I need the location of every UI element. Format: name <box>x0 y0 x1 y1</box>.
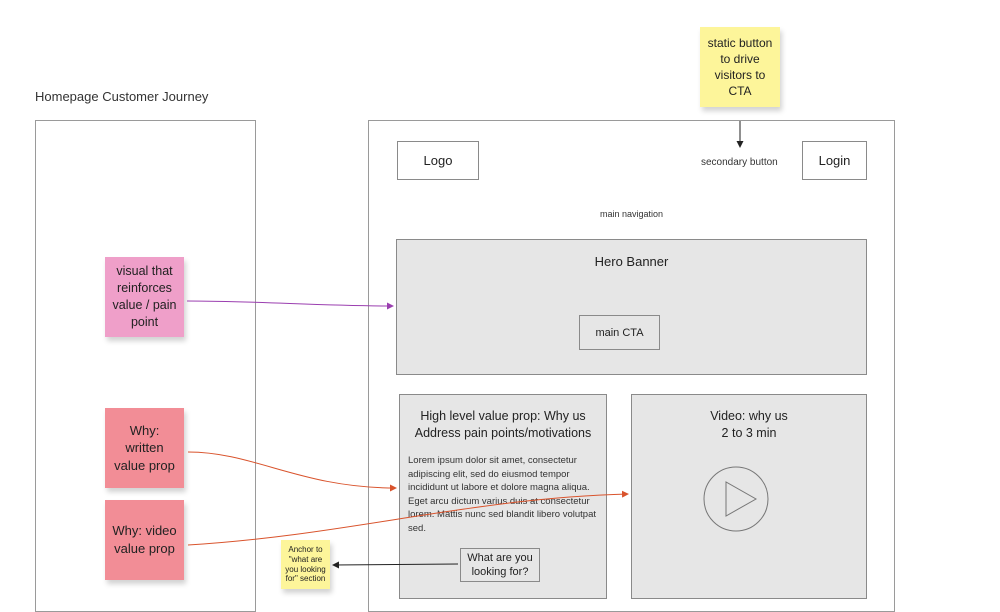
video-title-1: Video: why us <box>710 409 788 423</box>
board-title: Homepage Customer Journey <box>35 89 209 104</box>
value-prop-title-1: High level value prop: Why us <box>420 409 586 423</box>
what-looking-for-label: What are you looking for? <box>467 551 533 578</box>
logo-label: Logo <box>423 153 453 168</box>
main-cta-button[interactable]: main CTA <box>579 315 660 350</box>
login-button[interactable]: Login <box>802 141 867 180</box>
main-cta-label: main CTA <box>595 326 644 339</box>
video-panel: Video: why us 2 to 3 min <box>631 394 867 599</box>
logo-box[interactable]: Logo <box>397 141 479 180</box>
sticky-static-button: static button to drive visitors to CTA <box>700 27 780 107</box>
sticky-visual: visual that reinforces value / pain poin… <box>105 257 184 337</box>
value-prop-panel: High level value prop: Why us Address pa… <box>399 394 607 599</box>
hero-banner-title: Hero Banner <box>594 254 669 269</box>
value-prop-title-2: Address pain points/motivations <box>414 426 592 440</box>
sticky-anchor: Anchor to "what are you looking for" sec… <box>281 540 330 589</box>
what-looking-for-button[interactable]: What are you looking for? <box>460 548 540 582</box>
hero-banner: Hero Banner main CTA <box>396 239 867 375</box>
sticky-why-video: Why: video value prop <box>105 500 184 580</box>
secondary-button-label: secondary button <box>701 157 778 168</box>
play-icon[interactable] <box>702 465 770 533</box>
sticky-why-written: Why: written value prop <box>105 408 184 488</box>
value-prop-body: Lorem ipsum dolor sit amet, consectetur … <box>408 455 596 534</box>
login-label: Login <box>818 153 851 168</box>
video-title-2: 2 to 3 min <box>721 426 777 440</box>
main-navigation-label: main navigation <box>600 209 664 219</box>
